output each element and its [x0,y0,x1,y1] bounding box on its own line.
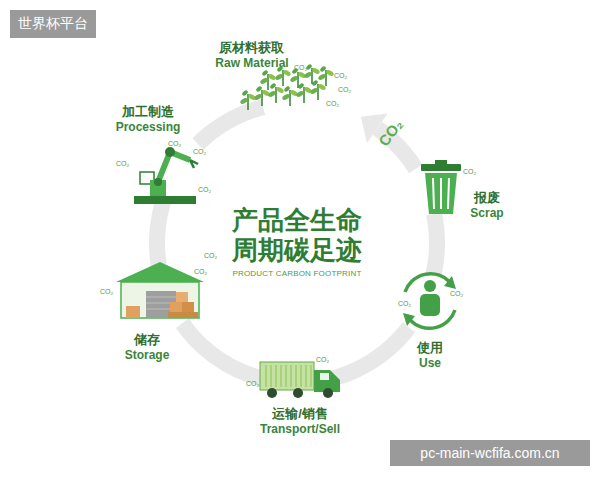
stage-label: 储存Storage [125,332,170,362]
stage-name-cn: 加工制造 [116,104,181,120]
lifecycle-ring-segment [328,327,408,379]
co2-tag: CO₂ [246,380,259,388]
truck-rib [301,365,302,387]
co2-tag: CO₂ [294,64,307,72]
truck-rib [281,365,282,387]
lifecycle-ring-segment [182,323,265,379]
truck-rib [296,365,297,387]
ring-band [433,214,437,275]
co2-tag: CO₂ [198,186,211,194]
stage-label: 原材料获取Raw Material [215,40,288,70]
stage-name-en: Scrap [470,206,503,220]
truck-rib [276,365,277,387]
truck-rib [266,365,267,387]
co2-tag: CO₂ [338,86,351,94]
lifecycle-ring-segment [361,114,416,169]
co2-tag: CO₂ [316,356,329,364]
co2-tag: CO₂ [334,72,347,80]
truck-icon [260,362,340,398]
stage-name-en: Raw Material [215,56,288,70]
stage-label: 加工制造Processing [116,104,181,134]
stage-name-cn: 原材料获取 [215,40,288,56]
co2-tag: CO₂ [450,290,463,298]
ring-band [157,197,165,264]
stage-name-cn: 使用 [417,340,443,356]
truck-rib [311,365,312,387]
diagram-title: 产品全生命 周期碳足迹 [229,205,365,265]
lifecycle-ring-segment [433,214,437,275]
co2-tag: CO₂ [194,268,207,276]
plants-icon [239,63,334,110]
co2-tag: CO₂ [116,160,129,168]
watermark: pc-main-wcfifa.com.cn [390,440,590,466]
ring-band [198,107,263,144]
stage-label: 报废Scrap [470,190,503,220]
co2-tag: CO₂ [100,288,113,296]
co2-tag: CO₂ [193,148,206,156]
ring-band [182,323,265,379]
stage-name-en: Transport/Sell [260,422,340,436]
stage-name-en: Storage [125,348,170,362]
stage-label: 运输/销售Transport/Sell [260,406,340,436]
warehouse-icon [116,262,204,318]
truck-rib [271,365,272,387]
co2-tag: CO₂ [463,168,476,176]
watermark: 世界杯平台 [10,10,96,38]
truck-rib [286,365,287,387]
truck-rib [291,365,292,387]
trash-bin-icon [421,160,461,214]
stage-name-en: Processing [116,120,181,134]
robot-arm-icon [134,147,198,204]
diagram-caption: PRODUCT CARBON FOOTPRINT [232,269,361,278]
stage-name-cn: 储存 [125,332,170,348]
lifecycle-ring-segment [198,107,263,144]
ring-band [328,327,408,379]
co2-tag: CO₂ [326,100,339,108]
co2-tag: CO₂ [204,252,217,260]
stage-name-cn: 报废 [470,190,503,206]
stage-name-cn: 运输/销售 [260,406,340,422]
lifecycle-ring-segment [157,197,165,264]
co2-tag: CO₂ [168,140,181,148]
truck-rib [306,365,307,387]
stage-label: 使用Use [417,340,443,370]
stage-name-en: Use [417,356,443,370]
co2-tag: CO₂ [398,300,411,308]
